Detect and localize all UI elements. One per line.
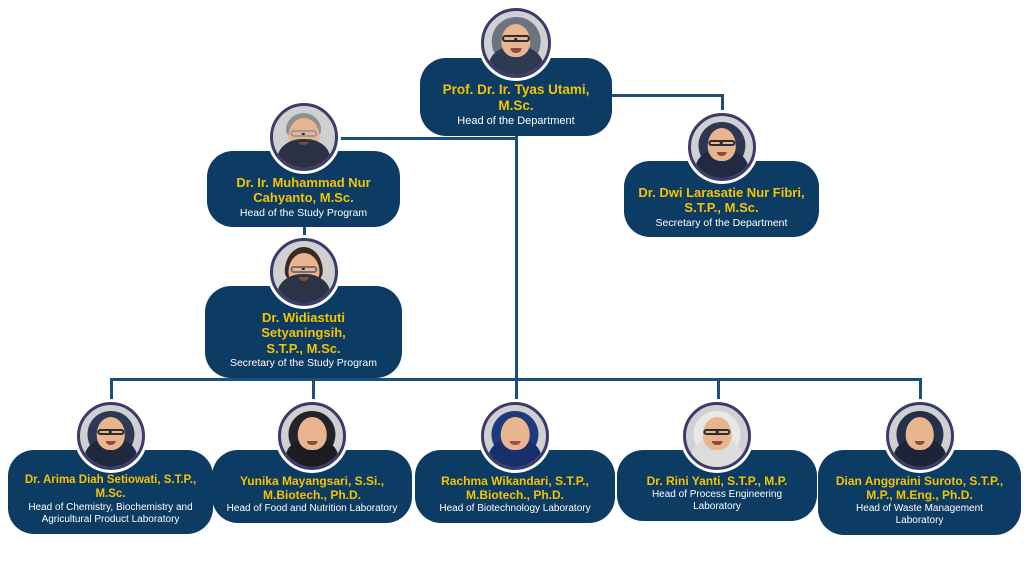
person-name: Dr. Ir. Muhammad Nur Cahyanto, M.Sc.: [236, 175, 371, 206]
connector-secretary-drop: [721, 94, 724, 129]
person-role: Head of Chemistry, Biochemistry and Agri…: [28, 502, 193, 526]
avatar-lab-food-nutrition: [278, 402, 346, 470]
connector-drop-lab-3: [515, 378, 518, 403]
person-name: Yunika Mayangsari, S.Si., M.Biotech., Ph…: [239, 474, 385, 503]
avatar-lab-waste-management: [885, 402, 954, 470]
person-role: Head of Food and Nutrition Laboratory: [226, 503, 398, 515]
person-name: Dr. Arima Diah Setiowati, S.T.P., M.Sc.: [24, 474, 197, 500]
person-name: Rachma Wikandari, S.T.P., M.Biotech., Ph…: [441, 474, 589, 503]
node-lab-chemistry[interactable]: Dr. Arima Diah Setiowati, S.T.P., M.Sc. …: [8, 402, 213, 535]
card-lab-food-nutrition[interactable]: Yunika Mayangsari, S.Si., M.Biotech., Ph…: [212, 450, 412, 524]
person-role: Secretary of the Department: [655, 216, 788, 229]
connector-drop-lab-2: [312, 378, 315, 403]
node-lab-waste-management[interactable]: Dian Anggraini Suroto, S.T.P., M.P., M.E…: [818, 402, 1021, 536]
person-role: Head of Waste Management Laboratory: [856, 503, 983, 527]
avatar-lab-chemistry: [76, 402, 145, 470]
avatar-secretary-of-department: [687, 113, 756, 181]
person-role: Head of Process Engineering Laboratory: [651, 489, 783, 513]
node-head-of-department[interactable]: Prof. Dr. Ir. Tyas Utami, M.Sc. Head of …: [420, 8, 612, 137]
connector-drop-lab-1: [110, 378, 113, 403]
node-head-of-study-program[interactable]: Dr. Ir. Muhammad Nur Cahyanto, M.Sc. Hea…: [207, 103, 400, 228]
connector-drop-lab-5: [919, 378, 922, 403]
node-secretary-of-study-program[interactable]: Dr. Widiastuti Setyaningsih, S.T.P., M.S…: [205, 238, 402, 378]
avatar-secretary-of-study-program: [269, 238, 338, 306]
person-name: Dr. Rini Yanti, S.T.P., M.P.: [646, 474, 788, 488]
connector-trunk-vertical: [515, 110, 518, 380]
avatar-lab-process-engineering: [683, 402, 751, 470]
node-secretary-of-department[interactable]: Dr. Dwi Larasatie Nur Fibri, S.T.P., M.S…: [624, 113, 819, 238]
person-role: Head of the Study Program: [239, 206, 368, 219]
connector-drop-lab-4: [717, 378, 720, 403]
node-lab-process-engineering[interactable]: Dr. Rini Yanti, S.T.P., M.P. Head of Pro…: [617, 402, 817, 522]
person-name: Dian Anggraini Suroto, S.T.P., M.P., M.E…: [835, 474, 1004, 503]
connector-study-program-to-secretary: [303, 216, 306, 244]
person-name: Dr. Dwi Larasatie Nur Fibri, S.T.P., M.S…: [638, 185, 805, 216]
person-name: Dr. Widiastuti Setyaningsih, S.T.P., M.S…: [261, 310, 346, 356]
avatar-head-of-department: [481, 8, 551, 78]
person-role: Head of Biotechnology Laboratory: [439, 503, 591, 515]
avatar-lab-biotechnology: [481, 402, 549, 470]
node-lab-biotechnology[interactable]: Rachma Wikandari, S.T.P., M.Biotech., Ph…: [415, 402, 615, 524]
avatar-head-of-study-program: [269, 103, 338, 171]
person-role: Head of the Department: [457, 114, 575, 127]
person-name: Prof. Dr. Ir. Tyas Utami, M.Sc.: [442, 82, 590, 113]
person-role: Secretary of the Study Program: [229, 356, 378, 369]
card-head-of-department[interactable]: Prof. Dr. Ir. Tyas Utami, M.Sc. Head of …: [420, 58, 612, 137]
node-lab-food-nutrition[interactable]: Yunika Mayangsari, S.Si., M.Biotech., Ph…: [212, 402, 412, 524]
connector-head-to-study-program: [303, 137, 517, 140]
connector-head-to-secretary: [604, 94, 724, 97]
